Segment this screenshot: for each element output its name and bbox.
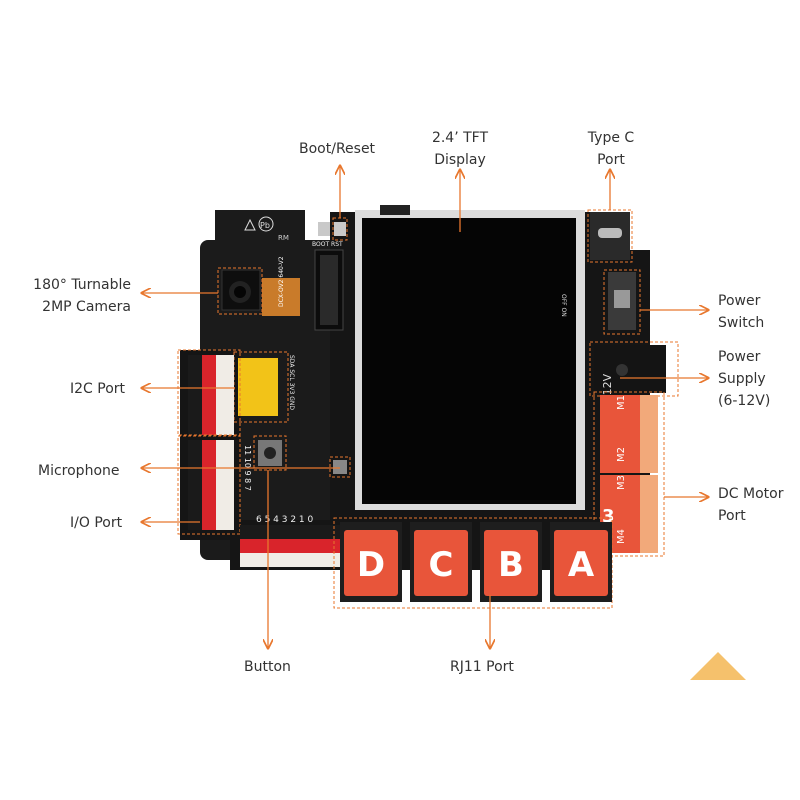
label-tft-line2: Display <box>434 152 486 168</box>
label-dc-motor-line1: DC Motor <box>718 486 784 502</box>
label-power-supply-line3: (6-12V) <box>718 393 771 409</box>
silk-i2c: SDA SCL 3V3 GND <box>288 355 295 410</box>
motor-digit: 3 <box>602 506 615 527</box>
rj11-key-a <box>554 530 608 596</box>
silk-pb: Pb <box>260 221 270 230</box>
label-power-switch-line2: Switch <box>718 315 765 331</box>
label-tft-line1: 2.4’ TFT <box>431 130 489 146</box>
label-boot-reset: Boot/Reset <box>299 141 376 157</box>
power-switch: OFF ON <box>560 269 641 335</box>
silk-switch: OFF ON <box>560 294 567 317</box>
label-power-switch-line1: Power <box>718 293 761 309</box>
label-camera-line1: 180° Turnable <box>33 277 131 293</box>
label-type-c-line1: Type C <box>587 130 635 146</box>
label-rj11-port: RJ11 Port <box>450 659 514 675</box>
callout-lines <box>142 166 708 648</box>
label-type-c: Type C Port <box>576 127 646 171</box>
label-power-supply-line2: Supply <box>718 371 766 387</box>
pb-logo-area: Pb RM <box>244 216 289 242</box>
label-power-supply-line1: Power <box>718 349 761 365</box>
usb-type-c-port <box>587 209 633 263</box>
label-dc-motor-port: DC Motor Port <box>718 483 783 527</box>
io-headers-left: 11 10 9 8 7 <box>177 349 252 535</box>
silk-pins: 6 5 4 3 2 1 0 <box>256 515 314 525</box>
rj11-key-label-c: C <box>429 545 454 585</box>
motor-M2: M2 <box>616 447 627 462</box>
label-tft-display: 2.4’ TFT Display <box>416 127 504 171</box>
power-supply-jack <box>589 341 679 397</box>
decor-triangle <box>690 652 746 680</box>
label-button: Button <box>244 659 291 675</box>
label-power-supply: Power Supply (6-12V) <box>718 346 770 412</box>
rj11-key-b <box>484 530 538 596</box>
motor-M3: M3 <box>616 475 627 490</box>
label-io-port: I/O Port <box>70 515 123 531</box>
silk-rm: RM <box>278 234 289 242</box>
label-type-c-line2: Port <box>597 152 625 168</box>
rj11-key-d <box>344 530 398 596</box>
label-camera-line2: 2MP Camera <box>42 299 131 315</box>
tft-display <box>355 205 585 510</box>
dc-motor-ports: M1 M2 M3 M4 3 <box>593 391 665 557</box>
label-power-switch: Power Switch <box>718 290 764 334</box>
label-dc-motor-line2: Port <box>718 508 746 524</box>
label-microphone: Microphone <box>38 463 120 479</box>
label-camera: 180° Turnable 2MP Camera <box>28 274 131 318</box>
user-button <box>253 435 287 471</box>
silk-cam: DCX-OV2 640-V2 <box>278 256 285 307</box>
motor-M4: M4 <box>616 529 627 544</box>
camera-module: DCX-OV2 640-V2 <box>217 256 300 316</box>
microphone-component <box>329 456 351 478</box>
motor-M1: M1 <box>616 395 627 410</box>
label-i2c-port: I2C Port <box>70 381 126 397</box>
rj11-key-c <box>414 530 468 596</box>
silk-boot: BOOT RST <box>312 241 343 248</box>
rj11-key-label-a: A <box>568 545 595 585</box>
fpc-slot <box>320 255 338 325</box>
boot-reset-buttons: BOOT RST <box>312 217 348 248</box>
rj11-key-label-d: D <box>357 545 385 585</box>
rj11-key-label-b: B <box>498 545 524 585</box>
io-headers-bottom: 6 5 4 3 2 1 0 <box>240 515 340 567</box>
